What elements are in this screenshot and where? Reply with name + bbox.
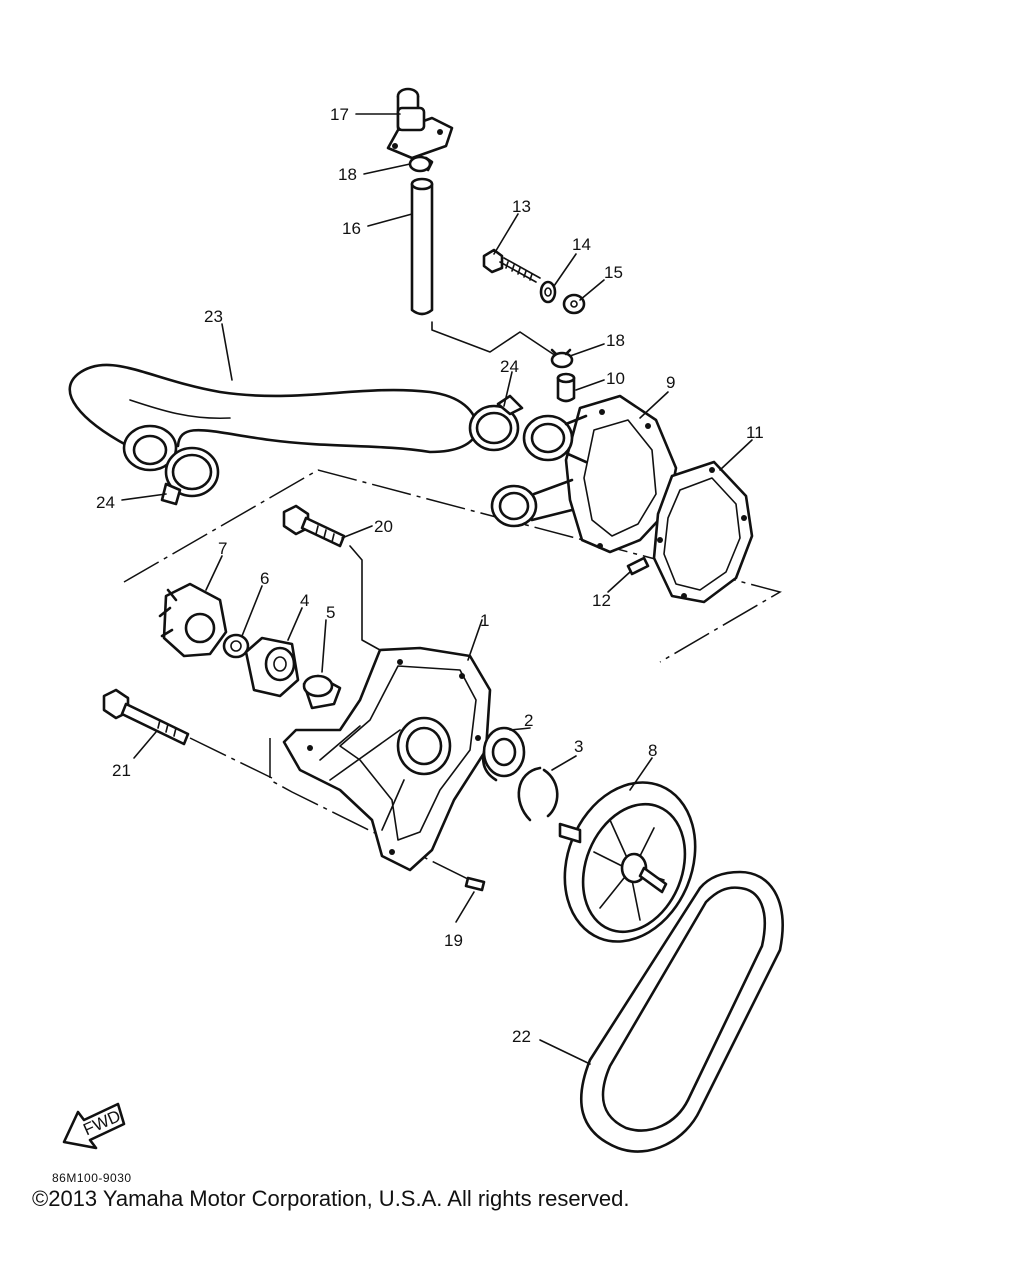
copyright-notice: ©2013 Yamaha Motor Corporation, U.S.A. A… (32, 1186, 630, 1211)
bolt-routing-line (349, 545, 381, 651)
assembly-boundary-lower (269, 738, 471, 881)
callout-20: 20 (374, 517, 393, 536)
part-7-impeller (158, 582, 228, 658)
callout-4: 4 (300, 591, 309, 610)
part-18-clamp-lower (550, 348, 574, 369)
part-18-clamp-upper (408, 155, 434, 173)
callout-1: 1 (480, 611, 489, 630)
callout-15: 15 (604, 263, 623, 282)
hose-routing-line (431, 321, 557, 357)
part-19-dowel-pin (464, 876, 486, 892)
assembly-boundary-upper (123, 469, 782, 663)
part-23-hose (68, 363, 480, 472)
callout-17: 17 (330, 105, 349, 124)
callout-14: 14 (572, 235, 591, 254)
part-21-bolt (102, 688, 190, 746)
part-14-washer (539, 280, 557, 304)
callout-10: 10 (606, 369, 625, 388)
callout-7: 7 (218, 539, 227, 558)
callout-19: 19 (444, 931, 463, 950)
callout-5: 5 (326, 603, 335, 622)
part-15-gasket (562, 293, 586, 315)
part-11-gasket (652, 460, 754, 604)
part-3-circlip (517, 766, 559, 822)
part-20-bolt (282, 504, 346, 548)
part-12-dowel-pin (626, 556, 650, 576)
callout-23: 23 (204, 307, 223, 326)
part-5-bush (302, 674, 342, 710)
callout-22: 22 (512, 1027, 531, 1046)
part-6-seal-ring (222, 633, 250, 659)
callout-13: 13 (512, 197, 531, 216)
callout-18-upper: 18 (338, 165, 357, 184)
part-17-water-outlet (386, 87, 454, 160)
callout-24-left: 24 (96, 493, 115, 512)
callout-18-lower: 18 (606, 331, 625, 350)
callout-3: 3 (574, 737, 583, 756)
callout-2: 2 (524, 711, 533, 730)
callout-21: 21 (112, 761, 131, 780)
callout-8: 8 (648, 741, 657, 760)
part-10-pipe-stub (556, 372, 576, 403)
callout-6: 6 (260, 569, 269, 588)
callout-11: 11 (746, 423, 764, 442)
fwd-arrow-icon: FWD (62, 1102, 126, 1150)
part-8-pulley (558, 781, 697, 943)
part-22-v-belt (579, 870, 784, 1153)
part-16-pipe (410, 177, 434, 316)
callout-16: 16 (342, 219, 361, 238)
part-24-hose-clamp-right (468, 394, 524, 452)
part-2-bearing (481, 726, 526, 782)
callout-labels: 1 2 3 4 5 6 7 8 9 10 11 12 13 14 15 16 1… (96, 105, 764, 1046)
part-13-bolt (482, 248, 541, 283)
callout-12: 12 (592, 591, 611, 610)
part-9-pump-cover (490, 394, 678, 554)
part-1-pump-housing (282, 646, 492, 872)
callout-9: 9 (666, 373, 675, 392)
part-24-hose-clamp-left (160, 446, 220, 506)
leader-lines (121, 113, 753, 1065)
shaft-axis-line (189, 737, 273, 779)
drawing-code: 86M100-9030 (52, 1171, 132, 1185)
part-4-mechanical-seal (244, 636, 300, 698)
callout-24-right: 24 (500, 357, 519, 376)
